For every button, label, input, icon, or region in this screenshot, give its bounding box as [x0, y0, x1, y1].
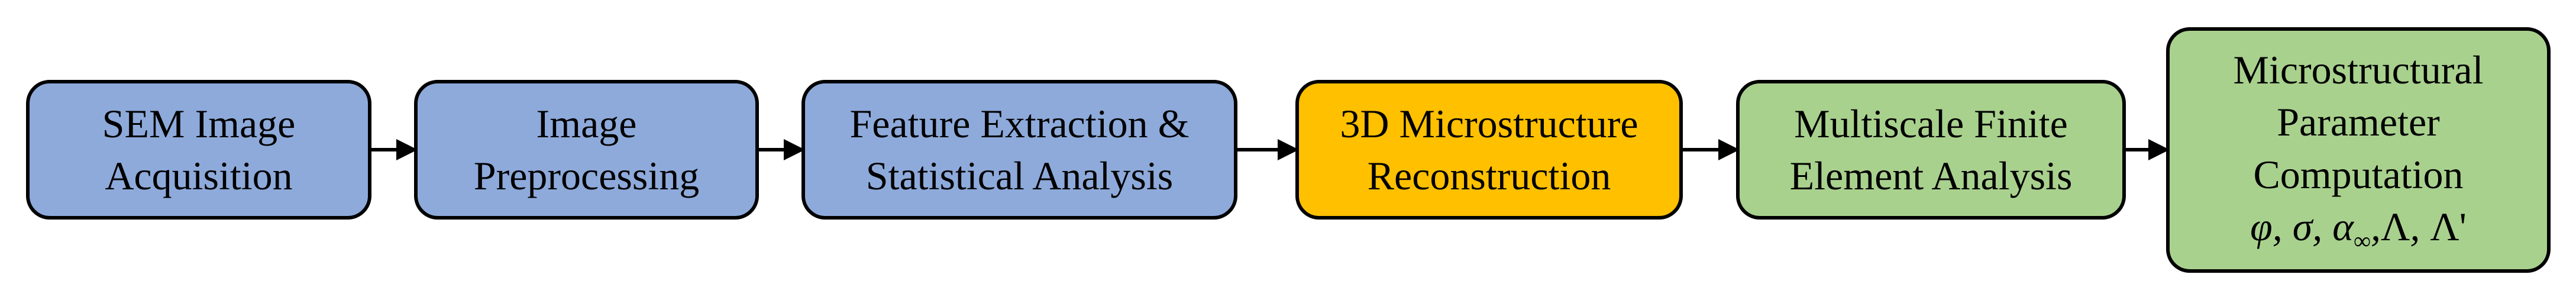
node-param-line-3: Computation	[2253, 151, 2464, 197]
node-multiscale-fea: Multiscale Finite Element Analysis	[1736, 80, 2126, 220]
node-fea-line-1: Multiscale Finite	[1794, 101, 2068, 146]
symbol-infinity-subscript: ∞	[2353, 227, 2371, 254]
symbol-phi: φ	[2250, 204, 2273, 249]
node-preprocessing-line-2: Preprocessing	[473, 153, 700, 198]
node-image-preprocessing: Image Preprocessing	[414, 80, 759, 220]
node-param-line-2: Parameter	[2277, 99, 2440, 145]
node-feature-line-1: Feature Extraction &	[849, 101, 1190, 146]
node-reconstruction-line-2: Reconstruction	[1367, 153, 1611, 198]
node-reconstruction-line-1: 3D Microstructure	[1340, 101, 1638, 146]
symbol-sigma: σ	[2292, 204, 2313, 249]
node-sem-line-1: SEM Image	[102, 101, 296, 146]
node-param-symbols: φ, σ, α∞,Λ, Λ'	[2250, 204, 2467, 254]
symbol-lambda-prime: Λ'	[2430, 204, 2467, 249]
node-feature-extraction: Feature Extraction & Statistical Analysi…	[801, 80, 1237, 220]
node-sem-image-acquisition: SEM Image Acquisition	[26, 80, 371, 220]
node-3d-reconstruction: 3D Microstructure Reconstruction	[1295, 80, 1683, 220]
node-sem-line-2: Acquisition	[105, 153, 293, 198]
node-param-line-1: Microstructural	[2233, 47, 2484, 92]
symbol-alpha: α	[2332, 204, 2354, 249]
node-parameter-computation: Microstructural Parameter Computation φ,…	[2166, 27, 2551, 273]
node-fea-line-2: Element Analysis	[1789, 153, 2073, 198]
symbol-lambda: Λ	[2381, 204, 2410, 249]
node-preprocessing-line-1: Image	[536, 101, 637, 146]
node-feature-line-2: Statistical Analysis	[865, 153, 1174, 198]
